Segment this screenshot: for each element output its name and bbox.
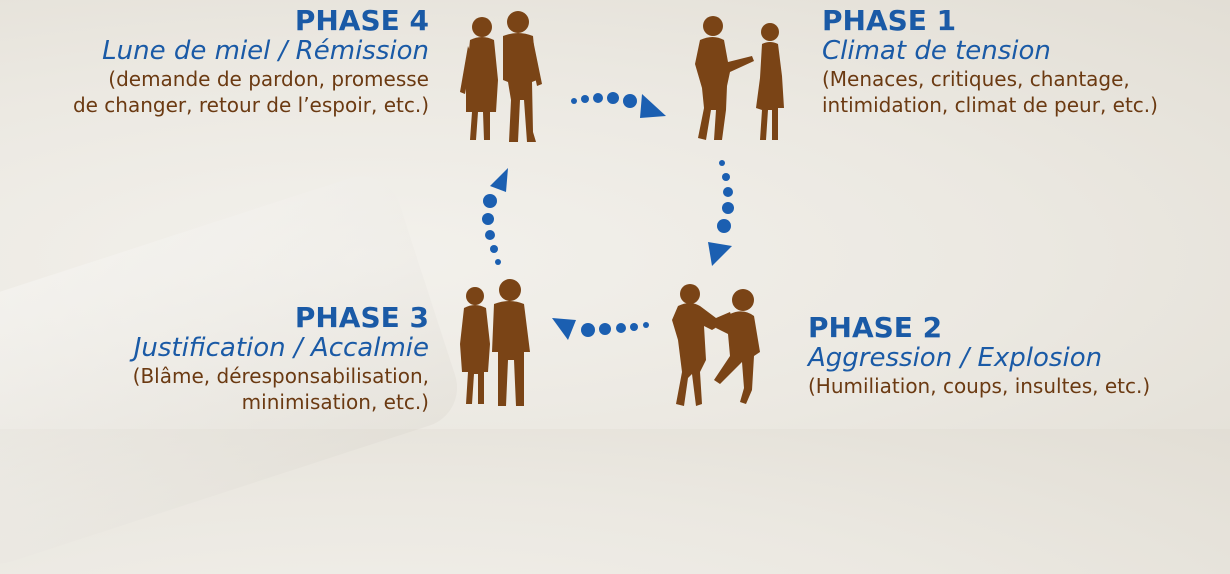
cycle-diagram xyxy=(0,0,1230,429)
cycle-arrow-icon xyxy=(708,160,734,266)
couple-standing-icon xyxy=(460,279,530,406)
cycle-arrow-icon xyxy=(571,92,666,118)
cycle-arrow-icon xyxy=(482,168,508,265)
couple-fighting-icon xyxy=(672,284,760,406)
couple-walking-icon xyxy=(460,11,542,142)
couple-arguing-icon xyxy=(695,16,784,140)
cycle-arrow-icon xyxy=(552,318,649,340)
